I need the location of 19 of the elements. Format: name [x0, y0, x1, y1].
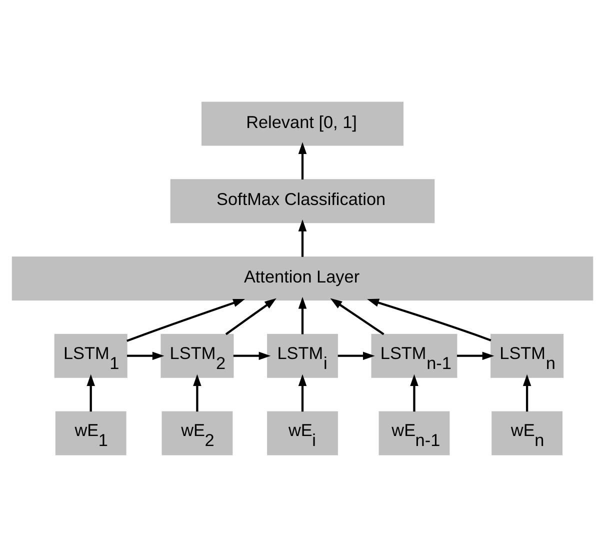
arrow [225, 298, 276, 335]
arrow [298, 142, 307, 180]
arrow [233, 351, 271, 360]
arrow [126, 351, 164, 360]
arrow [298, 296, 307, 334]
arrow [298, 374, 307, 412]
arrow [86, 374, 95, 412]
node-box: Attention Layer [12, 256, 594, 300]
arrow [193, 374, 202, 412]
node-box: Relevant [0, 1] [202, 101, 404, 146]
arrow [298, 218, 307, 256]
arrow [410, 374, 418, 412]
arrow [522, 374, 532, 412]
arrow [367, 298, 492, 341]
arrow [126, 298, 246, 342]
arrow [457, 351, 494, 360]
arrow [338, 351, 375, 360]
node-box: SoftMax Classification [170, 178, 435, 223]
arrow [330, 298, 384, 335]
